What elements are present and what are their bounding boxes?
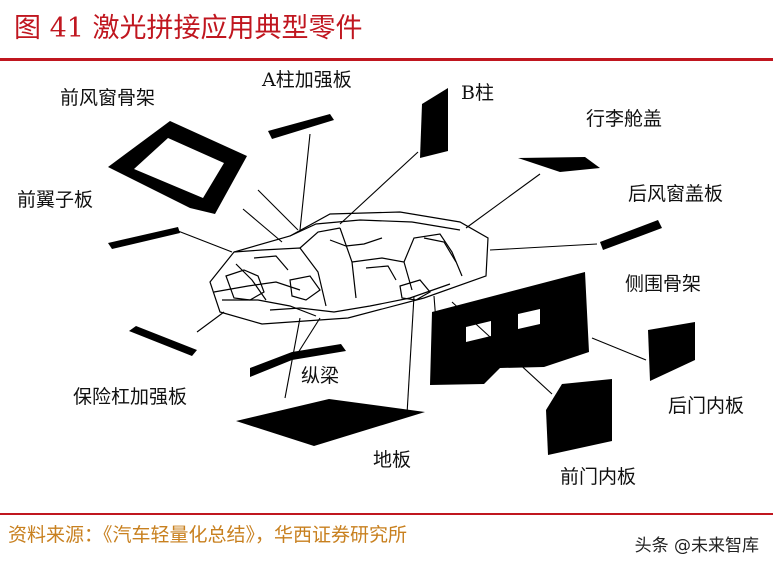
b-pillar-part xyxy=(420,88,448,158)
label-longitudinal-beam: 纵梁 xyxy=(301,365,339,387)
rear-window-cover-part xyxy=(600,220,662,250)
label-rear-door-inner: 后门内板 xyxy=(668,395,744,417)
floor-part xyxy=(236,399,425,446)
label-floor: 地板 xyxy=(373,449,411,471)
source-note: 资料来源：《汽车轻量化总结》，华西证券研究所 xyxy=(8,524,408,546)
label-side-frame: 侧围骨架 xyxy=(625,273,701,295)
watermark: 头条 @未来智库 xyxy=(634,536,759,556)
side-frame-part xyxy=(430,272,589,385)
a-pillar-part xyxy=(268,114,334,139)
front-window-frame-part xyxy=(108,121,247,214)
title-divider xyxy=(0,58,773,61)
source-divider xyxy=(0,513,773,515)
label-front-door-inner: 前门内板 xyxy=(560,466,636,488)
label-trunk-lid: 行李舱盖 xyxy=(586,108,662,130)
label-a-pillar-reinforcement: A柱加强板 xyxy=(261,69,352,91)
longitudinal-beam-part xyxy=(250,344,346,377)
leader-lines xyxy=(177,133,647,415)
front-door-inner-part xyxy=(546,379,612,455)
label-rear-window-cover: 后风窗盖板 xyxy=(628,183,723,205)
figure-title: 图 41 激光拼接应用典型零件 xyxy=(14,13,363,44)
label-b-pillar: B柱 xyxy=(461,82,494,104)
label-front-window-frame: 前风窗骨架 xyxy=(60,87,155,109)
label-front-fender: 前翼子板 xyxy=(17,189,93,211)
label-bumper-reinforcement: 保险杠加强板 xyxy=(73,386,187,408)
bumper-reinforcement-part xyxy=(129,326,197,356)
rear-door-inner-part xyxy=(648,322,695,381)
trunk-lid-part xyxy=(518,157,600,172)
car-body-in-white xyxy=(209,211,489,325)
front-fender-part xyxy=(108,227,180,249)
